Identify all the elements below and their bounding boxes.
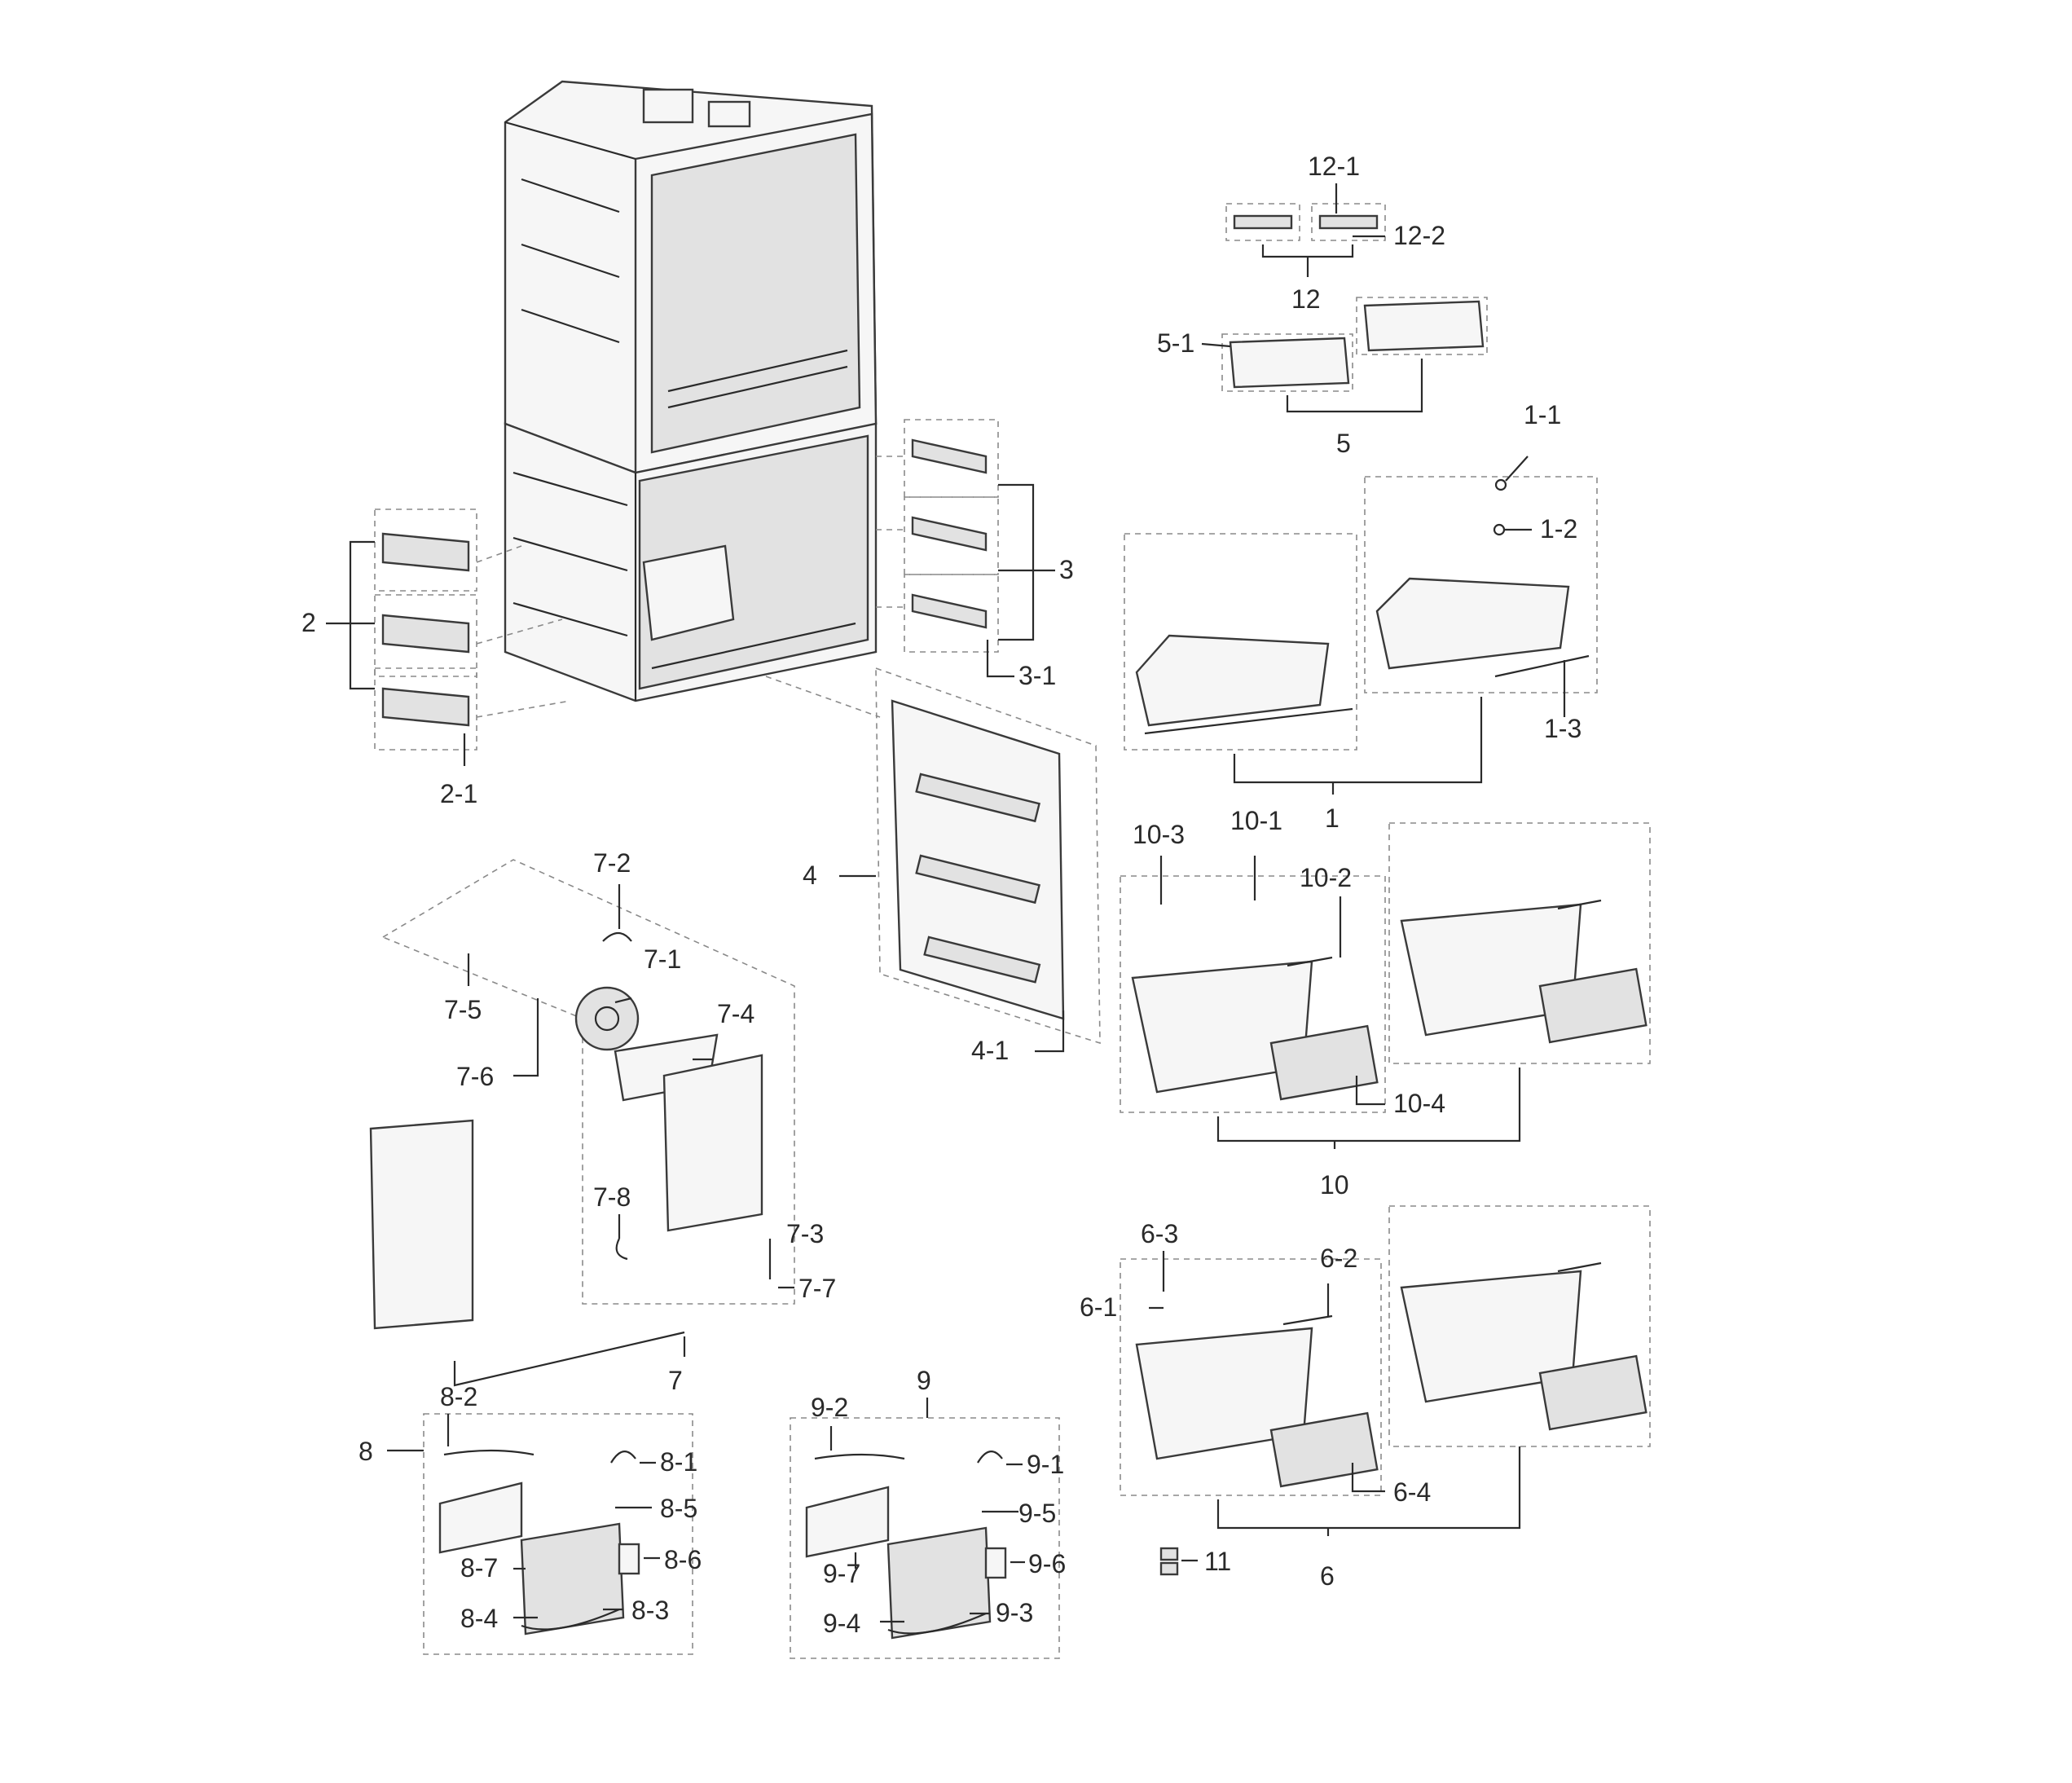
label-8: 8 <box>359 1437 373 1466</box>
label-8-6: 8-6 <box>664 1545 702 1574</box>
label-9-4: 9-4 <box>823 1609 860 1638</box>
label-9-1: 9-1 <box>1027 1450 1064 1479</box>
part-10-group <box>1120 822 1651 1149</box>
label-9: 9 <box>917 1366 931 1395</box>
label-7-8: 7-8 <box>593 1182 631 1212</box>
part-labels: 12-1 12-2 12 5-1 5 1-1 1-2 1-3 1 3 3-1 2… <box>301 152 1581 1638</box>
label-7: 7 <box>668 1366 683 1395</box>
label-6-1: 6-1 <box>1080 1292 1117 1322</box>
part-5-group <box>1201 297 1488 413</box>
label-8-1: 8-1 <box>660 1447 697 1477</box>
label-9-5: 9-5 <box>1018 1499 1056 1528</box>
label-2-1: 2-1 <box>440 779 477 808</box>
part-1-group <box>1124 456 1598 795</box>
label-8-7: 8-7 <box>460 1553 498 1583</box>
label-9-3: 9-3 <box>996 1598 1033 1627</box>
label-9-6: 9-6 <box>1028 1549 1066 1578</box>
label-9-2: 9-2 <box>811 1393 848 1422</box>
part-9-group <box>790 1398 1060 1659</box>
cabinet-upper <box>504 80 878 474</box>
part-7-group <box>369 859 795 1387</box>
label-10-3: 10-3 <box>1133 820 1185 849</box>
part-6-group <box>1120 1205 1651 1536</box>
label-4: 4 <box>803 861 817 890</box>
label-7-6: 7-6 <box>456 1062 494 1091</box>
label-12-2: 12-2 <box>1393 221 1445 250</box>
label-7-1: 7-1 <box>644 944 681 974</box>
label-7-5: 7-5 <box>444 995 482 1024</box>
label-5: 5 <box>1336 429 1351 458</box>
part-4-group <box>839 667 1101 1053</box>
label-10-4: 10-4 <box>1393 1089 1445 1118</box>
label-6-2: 6-2 <box>1320 1244 1357 1273</box>
part-8-group <box>387 1413 693 1655</box>
part-3-group <box>904 419 1055 678</box>
label-10: 10 <box>1320 1170 1349 1200</box>
leader-dashes <box>476 456 904 718</box>
label-8-3: 8-3 <box>631 1596 669 1625</box>
label-8-2: 8-2 <box>440 1382 477 1411</box>
cabinet-lower <box>504 422 878 702</box>
label-1-2: 1-2 <box>1540 514 1577 544</box>
label-2: 2 <box>301 608 316 637</box>
label-6-4: 6-4 <box>1393 1477 1431 1507</box>
label-12-1: 12-1 <box>1308 152 1360 181</box>
label-1-1: 1-1 <box>1524 400 1561 429</box>
label-3-1: 3-1 <box>1018 661 1056 690</box>
label-10-2: 10-2 <box>1300 863 1352 892</box>
part-11-group <box>1159 1547 1198 1576</box>
label-7-4: 7-4 <box>717 999 754 1028</box>
label-8-5: 8-5 <box>660 1494 697 1523</box>
label-6-3: 6-3 <box>1141 1219 1178 1248</box>
label-12: 12 <box>1291 284 1321 314</box>
label-1-3: 1-3 <box>1544 714 1581 743</box>
part-12-group <box>1225 183 1386 277</box>
label-4-1: 4-1 <box>971 1036 1009 1065</box>
label-1: 1 <box>1325 803 1340 833</box>
label-8-4: 8-4 <box>460 1604 498 1633</box>
label-7-3: 7-3 <box>786 1219 824 1248</box>
label-9-7: 9-7 <box>823 1559 860 1588</box>
label-7-2: 7-2 <box>593 848 631 878</box>
part-2-group <box>326 508 477 766</box>
label-10-1: 10-1 <box>1230 806 1282 835</box>
label-3: 3 <box>1059 555 1074 584</box>
label-6: 6 <box>1320 1561 1335 1591</box>
label-11: 11 <box>1204 1547 1231 1576</box>
label-7-7: 7-7 <box>798 1274 836 1303</box>
label-5-1: 5-1 <box>1157 328 1194 358</box>
